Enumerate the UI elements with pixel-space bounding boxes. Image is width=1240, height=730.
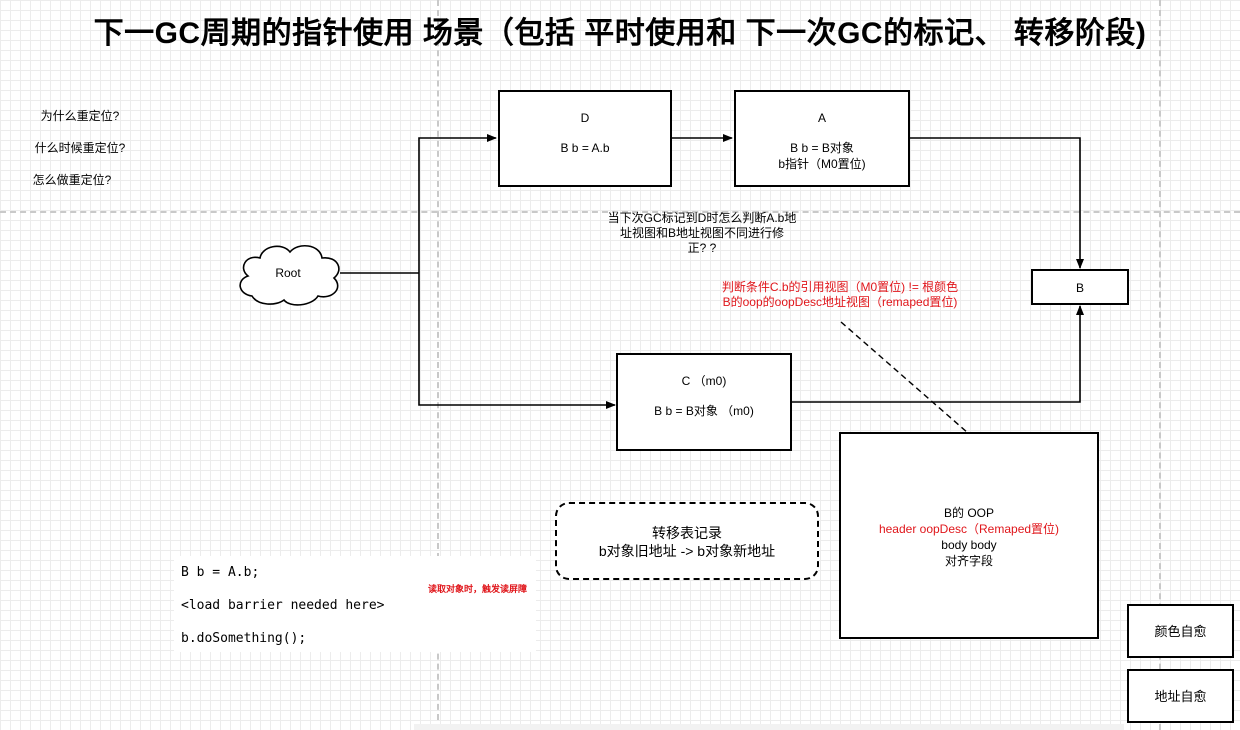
code-line-1: B b = A.b; (181, 565, 260, 580)
condition-note-line2: B的oop的oopDesc地址视图（remaped置位) (722, 295, 958, 309)
root-label: Root (275, 266, 301, 280)
node-a-line2: b指针（M0置位) (778, 157, 866, 171)
question-note-line1: 当下次GC标记到D时怎么判断A.b地 (607, 211, 797, 225)
question-when: 什么时候重定位? (34, 141, 126, 155)
question-how: 怎么做重定位? (32, 173, 112, 187)
node-b: B (1031, 269, 1129, 305)
node-a: A B b = B对象 b指针（M0置位) (734, 90, 910, 187)
edge-a-to-b (910, 137, 1084, 269)
oop-line3: body body (941, 538, 997, 552)
legend-color-heal-label: 颜色自愈 (1154, 624, 1207, 639)
question-note-line3: 正? ? (687, 241, 717, 255)
diagram-title: 下一GC周期的指针使用 场景（包括 平时使用和 下一次GC的标记、 转移阶段) (93, 17, 1147, 50)
guide-line-horizontal (0, 211, 1240, 213)
node-b-title: B (1075, 281, 1084, 295)
guide-line-vertical-right (1159, 0, 1161, 730)
node-d: D B b = A.b (498, 90, 672, 187)
legend-address-heal-label: 地址自愈 (1154, 689, 1207, 704)
transfer-table-line2: b对象旧地址 -> b对象新地址 (598, 543, 776, 559)
code-line-2: <load barrier needed here> (181, 598, 385, 613)
oop-line4: 对齐字段 (944, 554, 993, 568)
code-line-3: b.doSomething(); (181, 631, 307, 646)
transfer-table-box: 转移表记录 b对象旧地址 -> b对象新地址 (555, 502, 819, 580)
question-note-line2: 址视图和B地址视图不同进行修 (619, 226, 784, 240)
legend-color-heal: 颜色自愈 (1127, 604, 1234, 658)
root-cloud-shape (239, 245, 340, 306)
question-why: 为什么重定位? (40, 109, 120, 123)
node-a-title: A (817, 111, 826, 125)
oop-line2: header oopDesc（Remaped置位) (878, 522, 1060, 536)
legend-address-heal: 地址自愈 (1127, 669, 1234, 723)
oop-line1: B的 OOP (943, 506, 994, 520)
question-note: 当下次GC标记到D时怎么判断A.b地 址视图和B地址视图不同进行修 正? ? (580, 211, 824, 256)
node-d-line: B b = A.b (560, 141, 610, 155)
transfer-table-line1: 转移表记录 (652, 525, 722, 541)
node-c: C （m0) B b = B对象 （m0) (616, 353, 792, 451)
edge-note-to-oop (840, 321, 969, 434)
node-c-title: C （m0) (681, 374, 727, 388)
node-a-line1: B b = B对象 (790, 141, 854, 155)
node-b-oop: B的 OOP header oopDesc（Remaped置位) body bo… (839, 432, 1099, 639)
code-snippet: B b = A.b; <load barrier needed here> b.… (174, 556, 536, 652)
condition-note: 判断条件C.b的引用视图（M0置位) != 根颜色 B的oop的oopDesc地… (690, 280, 990, 310)
node-c-line: B b = B对象 （m0) (654, 404, 754, 418)
edge-root-to-c (418, 273, 616, 409)
bottom-strip (414, 724, 1124, 730)
edge-root-to-d (418, 134, 497, 273)
guide-line-vertical-left (437, 0, 439, 730)
condition-note-line1: 判断条件C.b的引用视图（M0置位) != 根颜色 (721, 280, 959, 294)
edge-c-to-b (792, 305, 1084, 403)
node-d-title: D (580, 111, 590, 125)
load-barrier-annotation: 读取对象时，触发读屏障 (428, 584, 528, 594)
